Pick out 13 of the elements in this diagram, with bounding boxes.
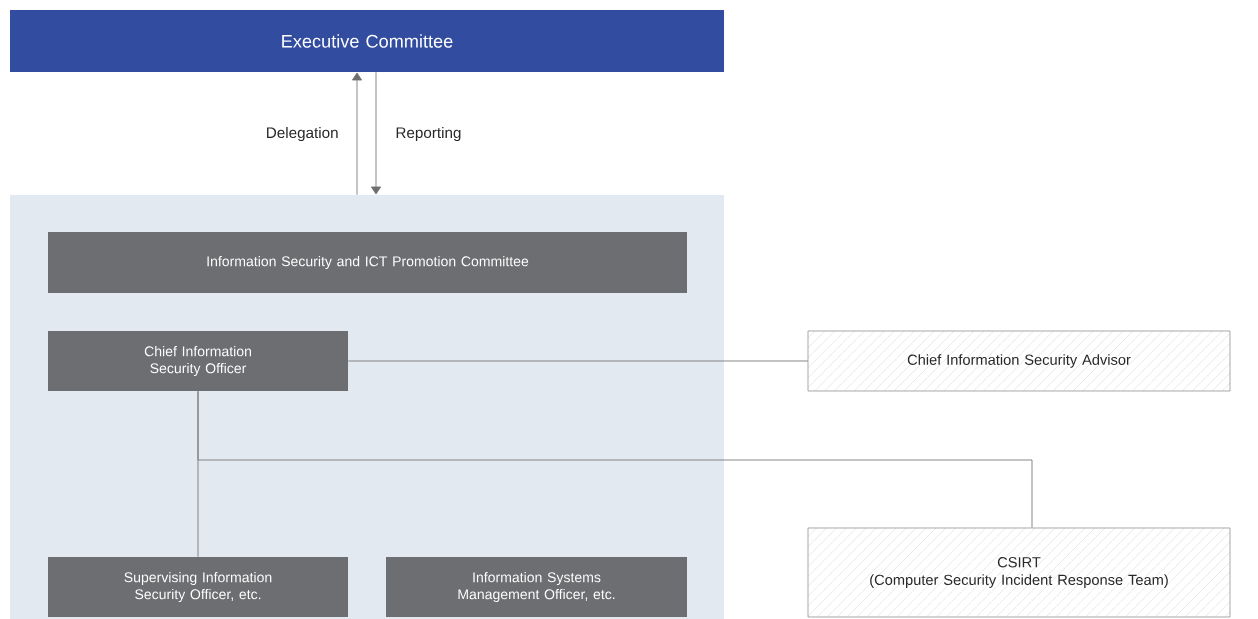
team-box: CSIRT (Computer Security Incident Response Team) — [807, 527, 1231, 618]
officer-box: Information Systems Management Officer, etc. — [386, 557, 687, 617]
connector-line — [347, 360, 809, 362]
connector-line — [197, 390, 1033, 528]
arrow — [352, 72, 363, 196]
edge-label: Reporting — [396, 126, 461, 142]
arrow — [371, 71, 382, 195]
officer-box: Chief Information Security Officer — [48, 331, 348, 391]
advisor-box: Chief Information Security Advisor — [807, 330, 1231, 392]
committee-box: Information Security and ICT Promotion Committee — [48, 232, 687, 293]
committee-box: Executive Committee — [10, 10, 724, 72]
edge-label: Delegation — [267, 126, 338, 142]
officer-box: Supervising Information Security Officer, etc. — [48, 557, 348, 617]
